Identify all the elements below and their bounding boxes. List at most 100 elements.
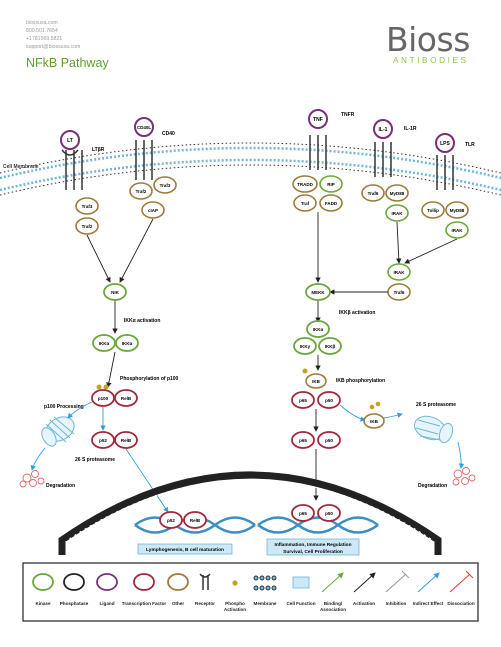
traf2-label: Traf2 [82, 224, 93, 229]
traf-node [293, 194, 317, 212]
ikb-phospho-label: IKB phosphorylation [336, 378, 385, 384]
traf3-node [75, 197, 99, 215]
ltbr-label: LTβR [92, 147, 105, 153]
degradation-right-icon [452, 467, 476, 486]
traf6-label: Traf6 [368, 191, 379, 196]
myd88-node [385, 184, 409, 202]
degradation-left-icon [19, 470, 45, 488]
lps-ligand [435, 133, 455, 153]
traf2b-node [129, 182, 153, 200]
nuc-relb-node [183, 511, 207, 529]
bioss-logo: Bioss [386, 20, 470, 59]
legend-activation: Activation [353, 601, 375, 606]
irak-node [385, 204, 409, 222]
traf3-label: Traf3 [82, 204, 93, 209]
tradd-node [292, 175, 318, 193]
legend-inhibition: Inhibition [386, 601, 407, 606]
legend-activation-sub: Activation [224, 607, 246, 612]
legend-tf: Transcription Factor [122, 601, 167, 606]
canonical-blue-arrows [339, 404, 465, 469]
cd40l-label: CD40L [137, 125, 152, 130]
nuc-relb-label: RelB [190, 518, 201, 523]
ikky-label: IKKγ [300, 344, 311, 349]
lt-label: LT [67, 138, 73, 144]
legend-association: Association [320, 607, 346, 612]
proteasome-right-label: 26 S proteasome [416, 402, 456, 408]
mekk-node [305, 283, 331, 301]
ikka-node [306, 320, 330, 338]
lt-ligand [60, 130, 80, 150]
p50-node [317, 391, 341, 409]
nuc-p65-label: p65 [299, 511, 307, 516]
legend-kinase: Kinase [35, 601, 51, 606]
degradation-left-label: Degradation [46, 483, 75, 489]
rip-node [319, 175, 343, 193]
nuc-p65-node [291, 504, 315, 522]
tnf-ligand [308, 109, 328, 129]
ikb-free-node [363, 413, 385, 429]
dna-right [257, 516, 379, 534]
membrane-label: Cell Membrane [3, 164, 39, 170]
traf3b-label: Traf3 [160, 183, 171, 188]
p52-node [91, 431, 115, 449]
cd40-label: CD40 [162, 131, 175, 137]
ikkb-label: IKKβ [325, 344, 336, 349]
traf2b-label: Traf2 [136, 189, 147, 194]
cell-membrane [0, 142, 501, 196]
legend-cell-function: Cell Function [286, 601, 315, 606]
myd88b-label: MyD88 [450, 208, 465, 213]
p52-label: p52 [99, 438, 107, 443]
legend-binding: Binding/ [324, 601, 343, 606]
nuc-p50-node [317, 504, 341, 522]
phospho-p100-label: Phosphorylation of p100 [120, 376, 179, 382]
relb-label: RelB [121, 396, 132, 401]
ikka2-label: IKKα [122, 341, 133, 346]
legend-box [22, 562, 479, 622]
tlr-label: TLR [465, 142, 475, 148]
irakb-label: IRAK [452, 228, 464, 233]
legend-phosphatase: Phosphatase [60, 601, 89, 606]
fadd-node [319, 194, 343, 212]
phospho-dot [302, 368, 308, 374]
legend-phospho: Phospho [225, 601, 245, 606]
nuc-p52-label: p52 [167, 518, 175, 523]
degradation-right-label: Degradation [418, 483, 447, 489]
irak-c-node [387, 263, 411, 281]
myd88b-node [445, 201, 469, 219]
tnfr-label: TNFR [341, 112, 355, 118]
cell-function-right [266, 538, 360, 556]
legend-symbols [32, 570, 474, 593]
ikka1-node [92, 334, 116, 352]
fadd-label: FADD [325, 201, 338, 206]
relb2-node [114, 431, 138, 449]
irak-label: IRAK [392, 211, 404, 216]
proteasome-left [41, 416, 75, 447]
ciap-node [141, 201, 165, 219]
nucleus [58, 471, 442, 555]
phospho-dot [103, 384, 109, 390]
tollip-node [421, 201, 445, 219]
ciap-label: cIAP [148, 208, 158, 213]
proteasome-right [414, 415, 454, 444]
tlr-receptor [436, 155, 454, 190]
il1r-receptor [374, 142, 392, 177]
proteasome-left-label: 26 S proteasome [75, 457, 115, 463]
ikka-activation-label: IKKα activation [124, 318, 160, 324]
contact-email: support@biossusa.com [26, 44, 81, 50]
tradd-label: TRADD [297, 182, 313, 187]
tollip-label: Tollip [427, 208, 439, 213]
mekk-label: MEKK [311, 290, 325, 295]
cell-function-left [137, 543, 233, 555]
cell-function-right-label-2: Survival, Cell Proliferation [283, 549, 343, 555]
page-title: NFkB Pathway [26, 56, 109, 70]
traf6-node [361, 184, 385, 202]
p65b-node [291, 431, 315, 449]
p50-label: p50 [325, 398, 333, 403]
ikb-label: IKB [312, 379, 321, 384]
relb-node [114, 389, 138, 407]
cd40l-ligand [134, 117, 154, 137]
contact-website: biossusa.com [26, 20, 58, 26]
myd88-label: MyD88 [390, 191, 405, 196]
lps-label: LPS [440, 141, 450, 147]
